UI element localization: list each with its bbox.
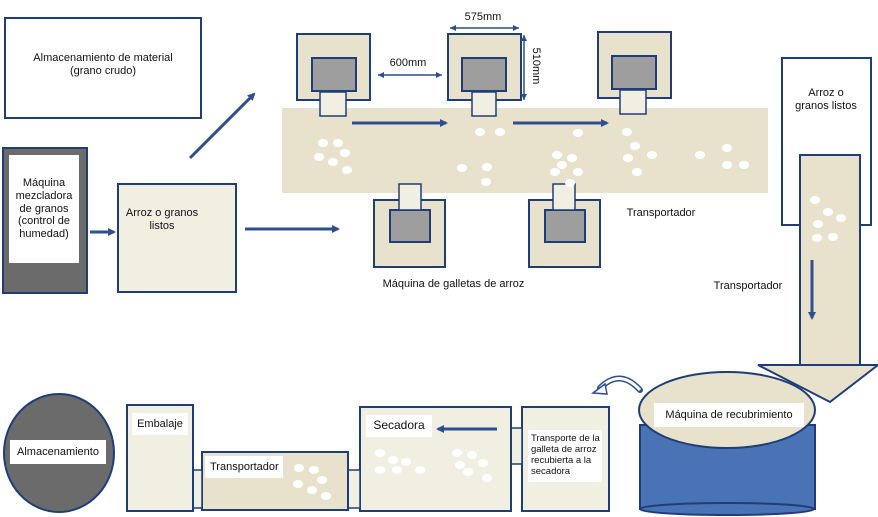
rice-cake-machine-top-3 [597, 31, 672, 115]
label-ready-grain-left: Arroz o granos listos [122, 202, 202, 238]
top-conveyor [282, 108, 768, 193]
label-conveyor-top: Transportador [618, 202, 704, 224]
rice-cake-machine-top-2 [447, 33, 522, 117]
label-storage-raw: Almacenamiento de material (grano crudo) [32, 38, 174, 92]
rice-cake-machine-top-1 [296, 33, 371, 117]
label-storage: Almacenamiento [10, 440, 106, 464]
dim-spacing-label: 600mm [389, 56, 427, 69]
right-vertical-conveyor [799, 154, 861, 366]
grains-top [314, 128, 749, 187]
label-rice-cake-machine: Máquina de galletas de arroz [372, 273, 535, 296]
label-coating-machine: Máquina de recubrimiento [654, 403, 804, 427]
dim-width-label: 575mm [464, 10, 502, 23]
ready-grain-box-left [117, 183, 237, 293]
grains-bottom [293, 464, 331, 500]
coating-tank-bottom [639, 502, 815, 516]
rice-cake-machine-bottom-2 [528, 183, 601, 268]
grains-dryer [375, 449, 492, 482]
funnel [757, 364, 878, 404]
rice-cake-machine-bottom-1 [373, 183, 446, 268]
label-mixer: Máquina mezcladora de granos (control de… [9, 155, 79, 263]
label-packaging: Embalaje [132, 413, 188, 435]
label-ready-grain-right: Arroz o granos listos [793, 78, 859, 122]
arrow-diagonal-up [188, 92, 256, 160]
dim-height-label: 510mm [530, 47, 543, 85]
label-conveyor-bottom: Transportador [205, 456, 283, 478]
label-dryer: Secadora [366, 415, 432, 437]
grains-right [810, 196, 846, 242]
label-conveyor-right: Transportador [704, 275, 792, 298]
label-coated-transport: Transporte de la galleta de arroz recubi… [528, 430, 602, 482]
